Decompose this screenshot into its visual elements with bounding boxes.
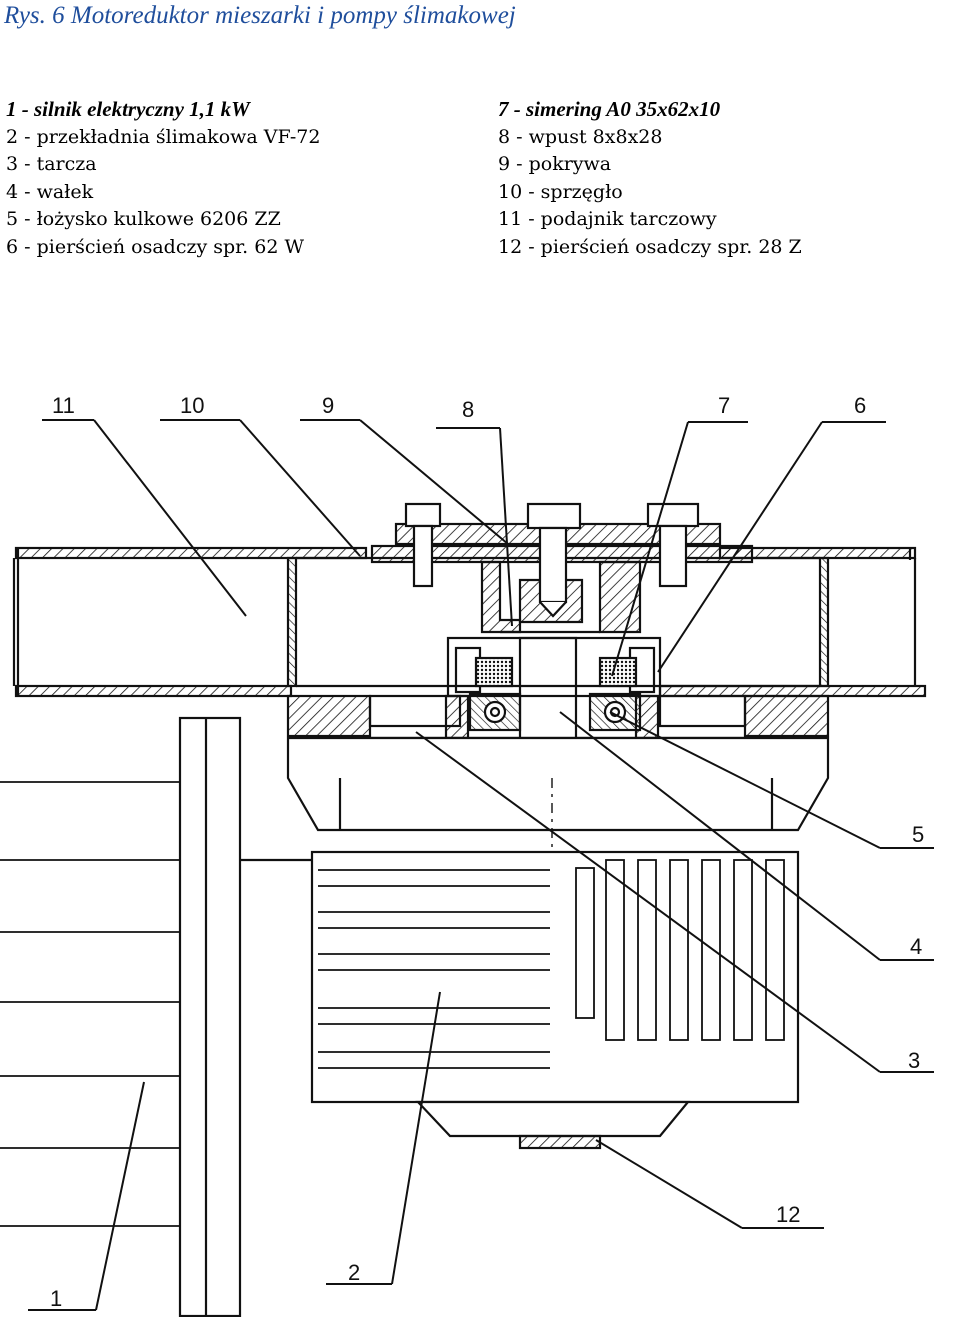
callout-12: 12 [776, 1202, 800, 1227]
legend-item-12: 12 - pierścień osadczy spr. 28 Z [498, 235, 802, 258]
legend-item-4: 4 - wałek [6, 180, 94, 203]
callout-lines [28, 419, 934, 1311]
callout-3: 3 [908, 1048, 920, 1073]
figure-title: Rys. 6 Motoreduktor mieszarki i pompy śl… [4, 2, 516, 29]
legend-item-9: 9 - pokrywa [498, 153, 612, 175]
legend-item-10: 10 - sprzęgło [498, 180, 623, 203]
legend-item-8: 8 - wpust 8x8x28 [498, 125, 663, 148]
legend-item-1: 1 - silnik elektryczny 1,1 kW [6, 97, 250, 121]
legend-right: 7 - simering A0 35x62x10 8 - wpust 8x8x2… [498, 96, 802, 261]
callout-1: 1 [50, 1286, 62, 1311]
callout-7: 7 [718, 393, 730, 418]
callout-8: 8 [462, 397, 474, 422]
callout-6: 6 [854, 393, 866, 418]
coupling [286, 556, 830, 740]
cover [370, 502, 754, 634]
legend-item-6: 6 - pierścień osadczy spr. 62 W [6, 235, 304, 258]
callout-4: 4 [910, 934, 922, 959]
callout-9: 9 [322, 393, 334, 418]
callout-2: 2 [348, 1260, 360, 1285]
legend-item-7: 7 - simering A0 35x62x10 [498, 97, 721, 121]
callout-labels: 11 10 9 8 7 6 5 4 3 12 2 1 [50, 393, 924, 1311]
callout-5: 5 [912, 822, 924, 847]
callout-11: 11 [52, 393, 75, 418]
legend-item-2: 2 - przekładnia ślimakowa VF-72 [6, 125, 321, 148]
callout-10: 10 [180, 393, 204, 418]
legend-item-3: 3 - tarcza [6, 153, 97, 175]
disc-feeder [12, 546, 927, 698]
legend-item-11: 11 - podajnik tarczowy [498, 208, 717, 230]
worm-gear [286, 736, 830, 1150]
legend-left: 1 - silnik elektryczny 1,1 kW 2 - przekł… [6, 96, 320, 261]
legend-item-5: 5 - łożysko kulkowe 6206 ZZ [6, 208, 281, 230]
electric-motor [0, 716, 312, 1317]
